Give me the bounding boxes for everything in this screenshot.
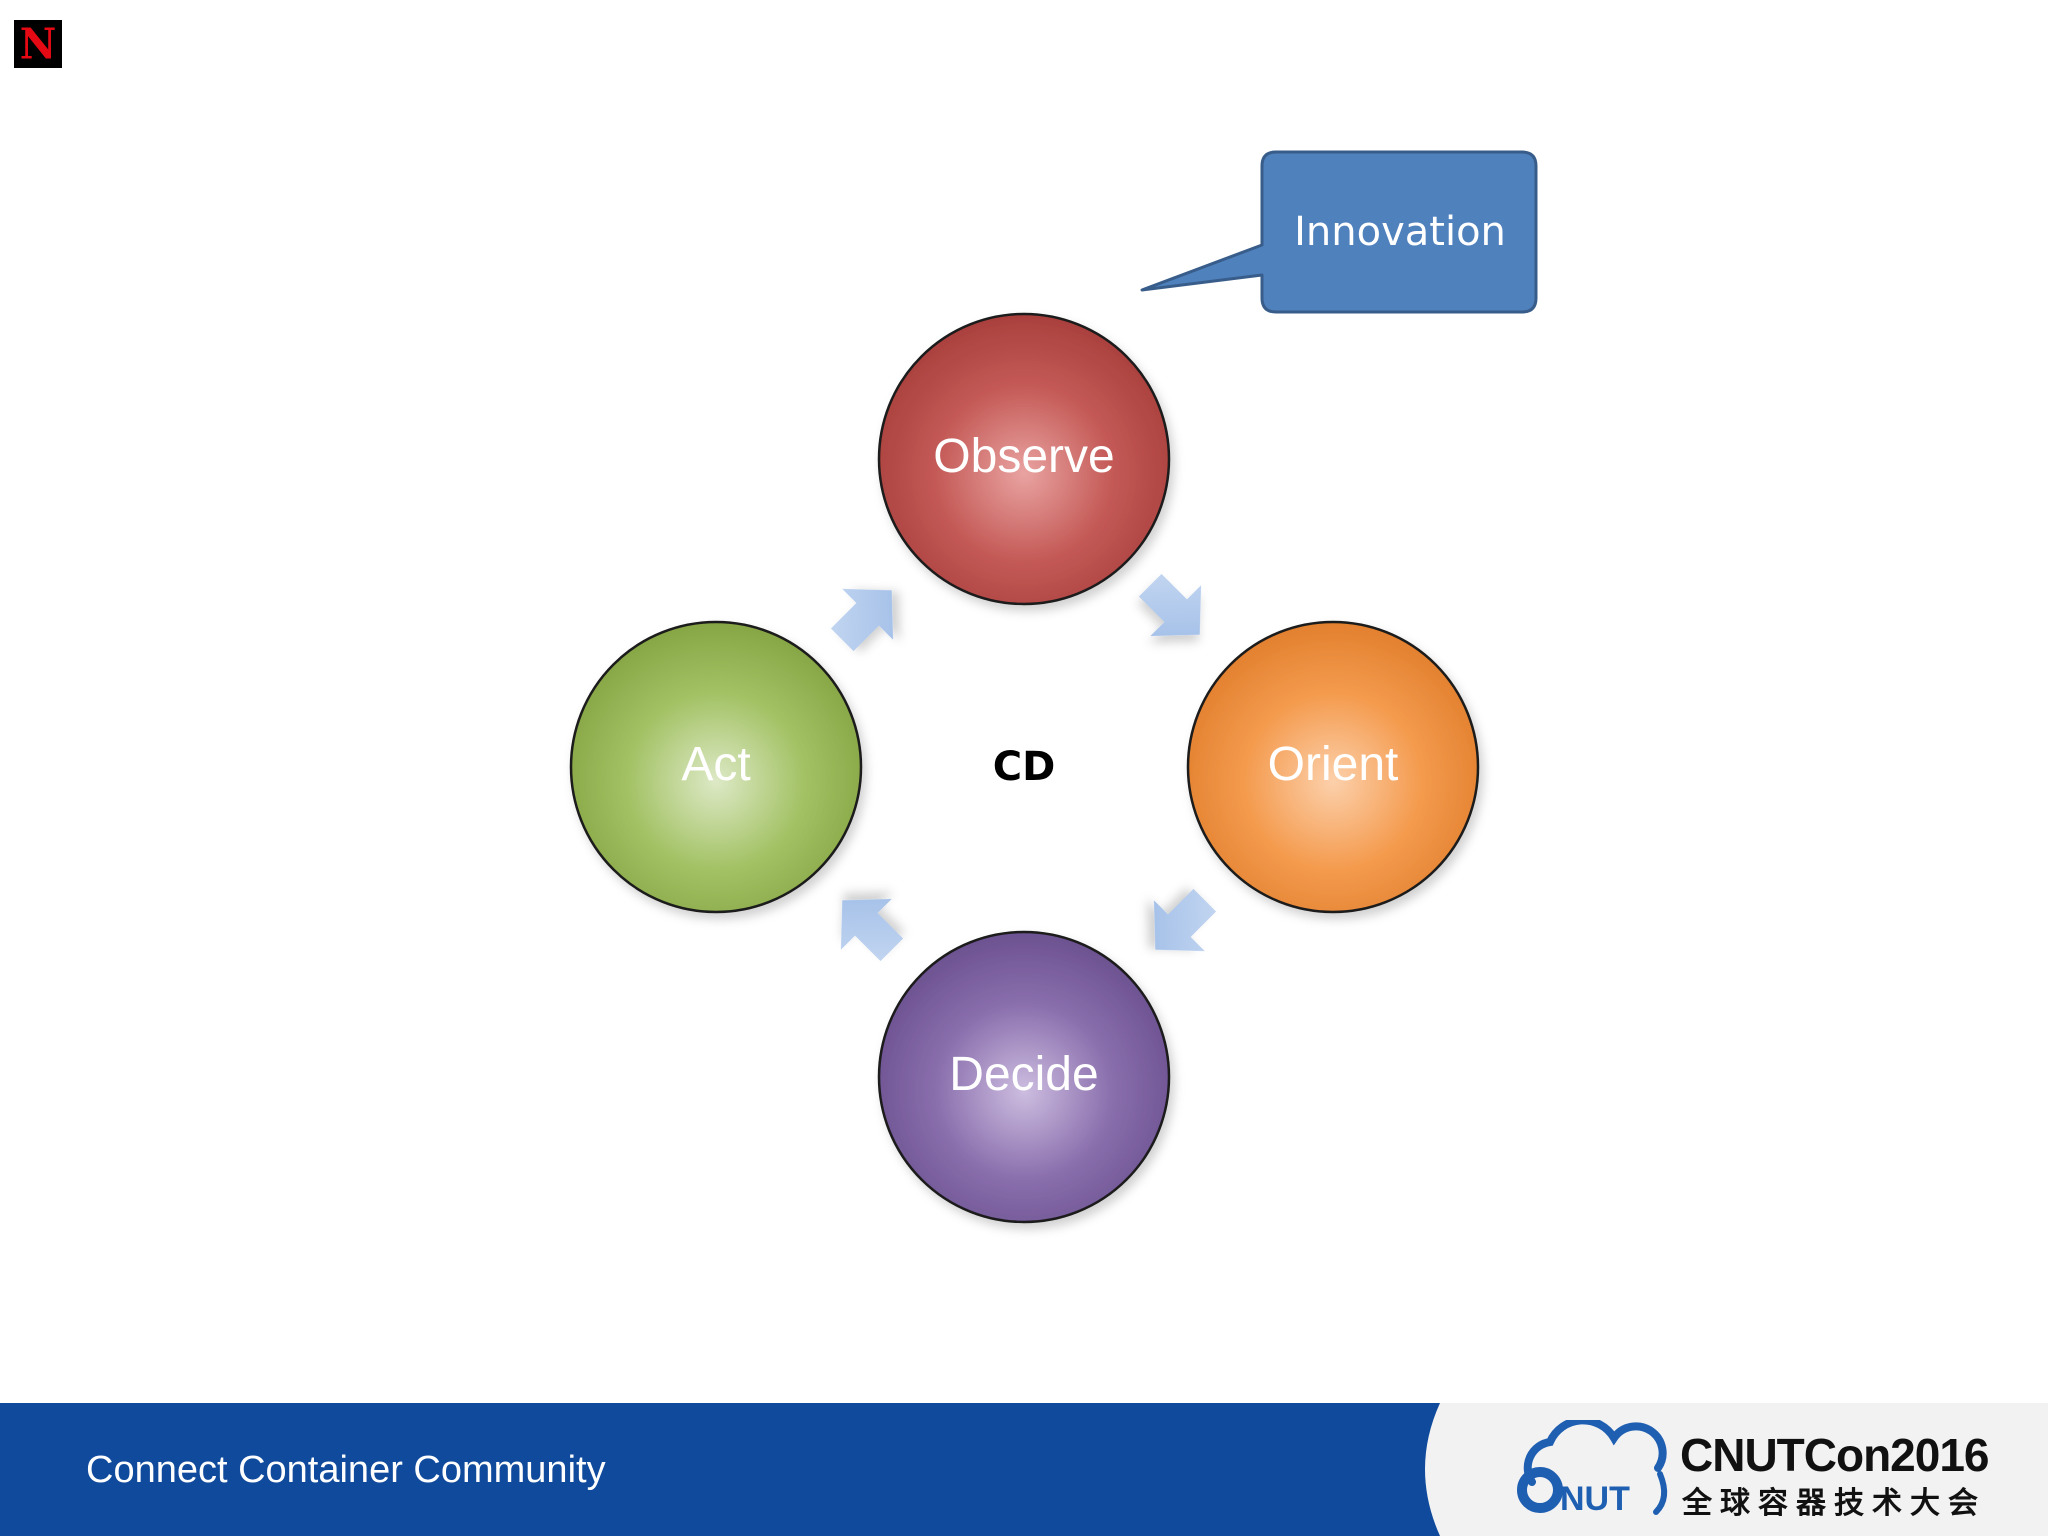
arrow-orient-to-decide xyxy=(1153,888,1217,952)
brand-divider-curve xyxy=(1425,1403,1480,1536)
cnut-cloud-logo-icon: NUT xyxy=(1517,1420,1668,1518)
innovation-callout xyxy=(1140,150,1538,314)
ooda-diagram xyxy=(569,150,1538,1224)
brand-name: CNUTCon2016 xyxy=(1680,1429,1990,1481)
decide-label: Decide xyxy=(949,1047,1099,1101)
decide-node xyxy=(877,930,1171,1224)
arrow-decide-to-act xyxy=(840,898,904,962)
brand-subtitle: 全球容器技术大会 xyxy=(1682,1486,1986,1521)
act-label: Act xyxy=(681,737,751,791)
arrow-observe-to-orient xyxy=(1138,573,1202,637)
brand-badge: NUT xyxy=(1560,1480,1630,1518)
orient-node xyxy=(1186,620,1480,914)
netflix-logo-icon: N xyxy=(14,19,62,69)
act-node xyxy=(569,620,863,914)
logo-letter: N xyxy=(19,19,57,69)
center-label: CD xyxy=(992,744,1056,790)
arrow-act-to-observe xyxy=(830,588,894,652)
footer-tagline: Connect Container Community xyxy=(86,1449,606,1491)
observe-node xyxy=(877,312,1171,606)
orient-label: Orient xyxy=(1267,737,1399,791)
callout-label: Innovation xyxy=(1294,209,1506,255)
observe-label: Observe xyxy=(933,429,1115,483)
